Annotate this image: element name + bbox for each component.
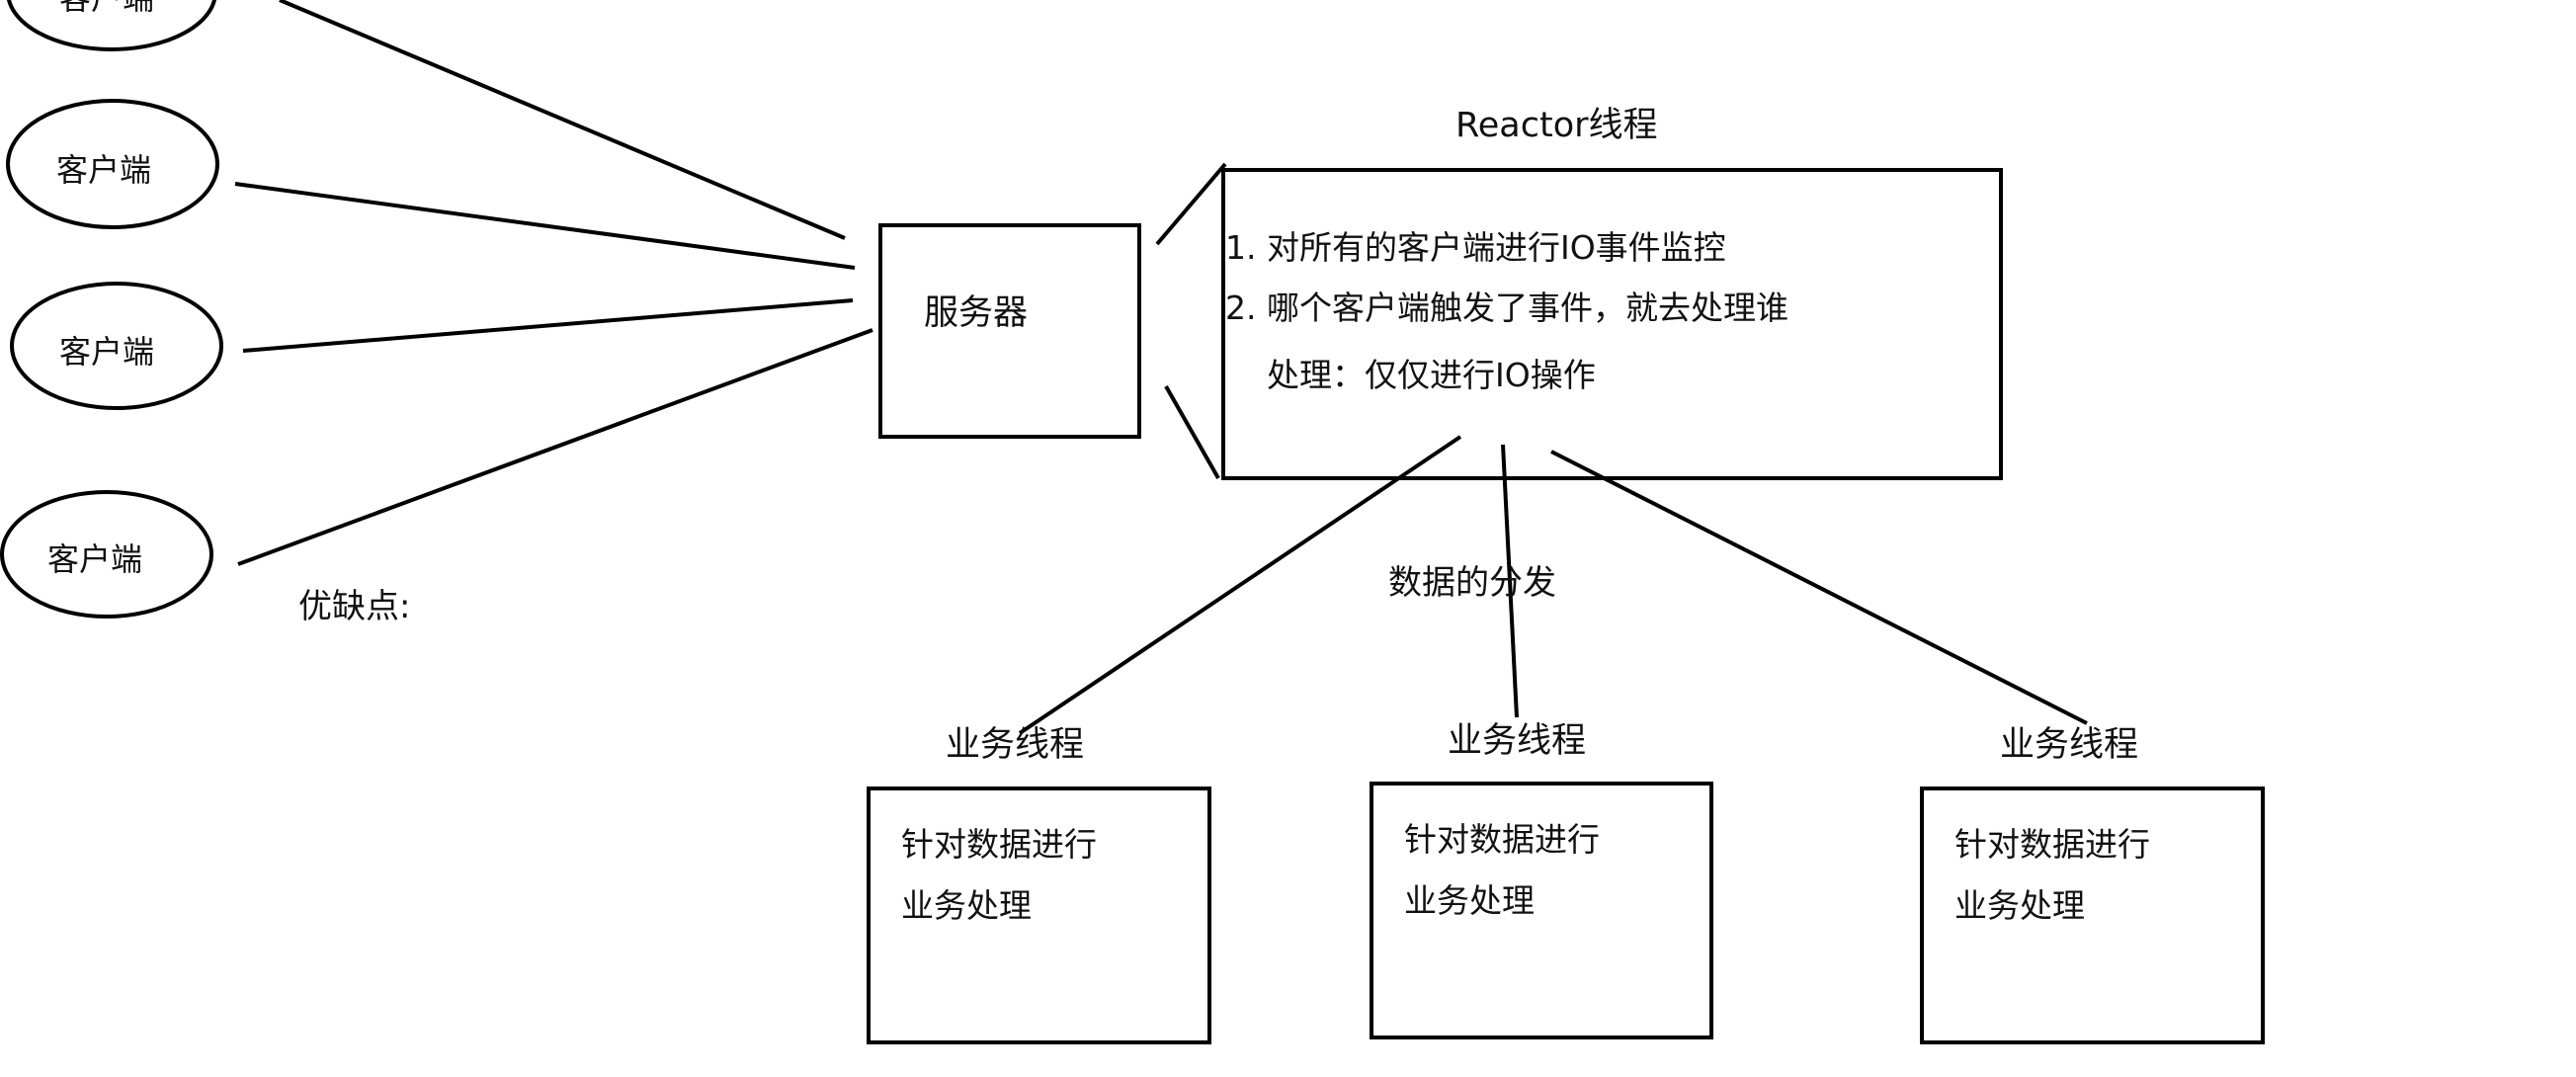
client-2-to-server-edge <box>234 182 856 270</box>
reactor-line-1: 1. 对所有的客户端进行IO事件监控 <box>1225 228 1726 267</box>
worker-title-3: 业务线程 <box>2000 725 2139 765</box>
server-to-reactor-edge-bottom <box>1164 385 1220 479</box>
reactor-to-worker-3-edge <box>1550 450 2088 725</box>
client-4-to-server-edge <box>237 328 873 566</box>
worker-2-line-1: 针对数据进行 <box>1404 820 1600 859</box>
server-label: 服务器 <box>924 293 1029 333</box>
reactor-to-worker-2-edge <box>1501 444 1519 718</box>
worker-1-line-1: 针对数据进行 <box>901 825 1097 864</box>
client-label-4: 客户端 <box>46 540 143 578</box>
pros-cons-label: 优缺点: <box>298 587 411 626</box>
reactor-box: 1. 对所有的客户端进行IO事件监控 2. 哪个客户端触发了事件，就去处理谁 处… <box>1221 168 2003 480</box>
client-node-2 <box>6 99 219 229</box>
worker-1-line-2: 业务处理 <box>901 886 1032 925</box>
reactor-line-2: 2. 哪个客户端触发了事件，就去处理谁 <box>1225 289 1788 327</box>
worker-2-line-2: 业务处理 <box>1404 881 1535 920</box>
worker-title-2: 业务线程 <box>1448 721 1587 761</box>
client-label-1: 客户端 <box>59 0 154 14</box>
worker-box-3: 针对数据进行 业务处理 <box>1920 787 2265 1044</box>
dispatch-label: 数据的分发 <box>1388 563 1556 603</box>
client-label-2: 客户端 <box>55 151 152 189</box>
reactor-to-worker-1-edge <box>1018 435 1462 735</box>
server-box: 服务器 <box>878 223 1141 439</box>
reactor-line-3: 处理：仅仅进行IO操作 <box>1267 356 1596 394</box>
client-label-3: 客户端 <box>58 333 155 371</box>
client-node-1 <box>6 0 217 51</box>
client-3-to-server-edge <box>242 298 854 353</box>
worker-title-1: 业务线程 <box>946 725 1085 765</box>
client-node-4 <box>0 490 213 619</box>
worker-box-2: 针对数据进行 业务处理 <box>1370 782 1713 1039</box>
server-to-reactor-edge-top <box>1155 162 1227 246</box>
worker-3-line-1: 针对数据进行 <box>1954 825 2150 864</box>
client-1-to-server-edge <box>279 0 846 240</box>
worker-box-1: 针对数据进行 业务处理 <box>867 787 1211 1044</box>
worker-3-line-2: 业务处理 <box>1954 886 2085 925</box>
reactor-title: Reactor线程 <box>1455 106 1658 145</box>
client-node-3 <box>10 282 223 410</box>
